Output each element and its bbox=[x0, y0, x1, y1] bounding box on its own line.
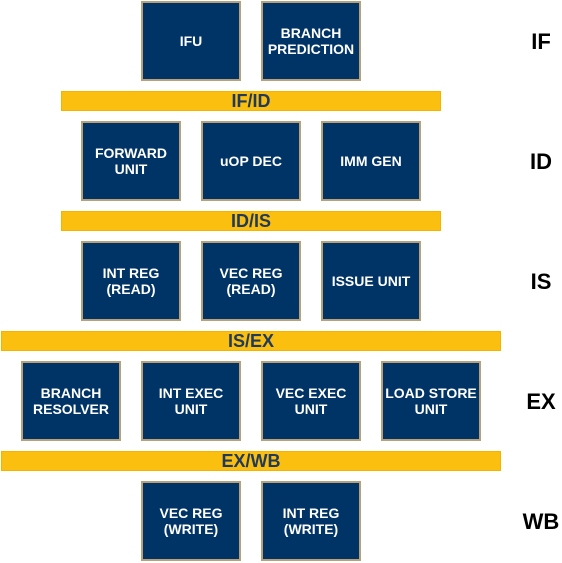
int-reg-read-block: INT REG (READ) bbox=[81, 241, 181, 321]
pipeline-register-if-id: IF/ID bbox=[61, 91, 441, 111]
issue-unit-block: ISSUE UNIT bbox=[321, 241, 421, 321]
vec-exec-unit-block: VEC EXEC UNIT bbox=[261, 361, 361, 441]
pipeline-register-ex-wb: EX/WB bbox=[1, 451, 501, 471]
forward-unit-block: FORWARD UNIT bbox=[81, 121, 181, 201]
int-exec-unit-block: INT EXEC UNIT bbox=[141, 361, 241, 441]
load-store-unit-block: LOAD STORE UNIT bbox=[381, 361, 481, 441]
ifu-block: IFU bbox=[141, 1, 241, 81]
stage-label-ex: EX bbox=[526, 389, 556, 414]
stage-label-if: IF bbox=[531, 29, 551, 54]
vec-reg-read-block: VEC REG (READ) bbox=[201, 241, 301, 321]
pipeline-register-id-is: ID/IS bbox=[61, 211, 441, 231]
vec-reg-write-block: VEC REG (WRITE) bbox=[141, 481, 241, 561]
int-reg-write-block: INT REG (WRITE) bbox=[261, 481, 361, 561]
branch-resolver-block: BRANCH RESOLVER bbox=[21, 361, 121, 441]
pipeline-register-is-ex: IS/EX bbox=[1, 331, 501, 351]
stage-label-is: IS bbox=[530, 269, 552, 294]
branch-prediction-block: BRANCH PREDICTION bbox=[261, 1, 361, 81]
stage-label-id: ID bbox=[530, 149, 552, 174]
uop-dec-block: uOP DEC bbox=[201, 121, 301, 201]
imm-gen-block: IMM GEN bbox=[321, 121, 421, 201]
stage-label-wb: WB bbox=[522, 509, 560, 534]
